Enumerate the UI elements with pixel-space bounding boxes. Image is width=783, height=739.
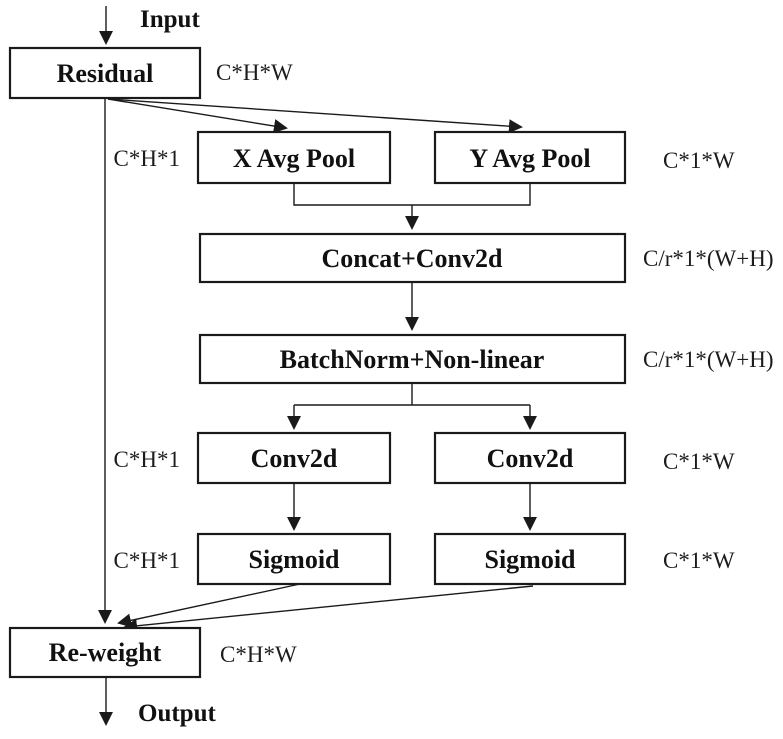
batchnorm-split-connector xyxy=(294,383,530,406)
batchnorm-dim-label: C/r*1*(W+H) xyxy=(643,347,774,372)
y-avg-pool-dim-label: C*1*W xyxy=(663,148,735,173)
residual-node: Residual xyxy=(8,46,202,100)
y-avg-pool-node: Y Avg Pool xyxy=(433,130,627,185)
reweight-box xyxy=(8,626,202,679)
conv2d-x-dim-label: C*H*1 xyxy=(114,447,180,472)
sigmoid-x-dim-label: C*H*1 xyxy=(114,548,180,573)
residual-to-ypool-arrow xyxy=(107,98,523,134)
concat-conv2d-label: Concat+Conv2d xyxy=(322,244,503,273)
sigmoid-y-box xyxy=(433,532,627,586)
sigmoid-x-box xyxy=(196,532,392,586)
pool-merge-connector xyxy=(293,183,531,206)
conv2d-y-node: Conv2d xyxy=(433,431,627,485)
x-avg-pool-dim-label: C*H*1 xyxy=(114,146,180,171)
concat-dim-label: C/r*1*(W+H) xyxy=(643,246,774,271)
conv2d-x-label: Conv2d xyxy=(251,444,338,473)
sigmoidy-to-reweight-arrow xyxy=(123,585,534,633)
batchnorm-node: BatchNorm+Non-linear xyxy=(198,333,627,385)
residual-dim-label: C*H*W xyxy=(216,60,293,85)
y-avg-pool-box xyxy=(433,130,627,185)
sigmoid-y-label: Sigmoid xyxy=(484,545,576,574)
conv2d-y-box xyxy=(433,431,627,485)
reweight-label: Re-weight xyxy=(49,638,162,667)
input-text-label: Input xyxy=(140,6,200,33)
conv2d-y-label: Conv2d xyxy=(487,444,574,473)
y-avg-pool-label: Y Avg Pool xyxy=(469,144,590,173)
residual-label: Residual xyxy=(57,59,154,88)
residual-to-xpool-arrow xyxy=(107,98,288,133)
concat-conv2d-node: Concat+Conv2d xyxy=(198,232,627,284)
conv2d-y-dim-label: C*1*W xyxy=(663,449,735,474)
x-avg-pool-node: X Avg Pool xyxy=(196,130,392,185)
conv2d-x-node: Conv2d xyxy=(196,431,392,485)
sigmoid-y-node: Sigmoid xyxy=(433,532,627,586)
conv2d-x-box xyxy=(196,431,392,485)
reweight-dim-label: C*H*W xyxy=(220,642,297,667)
output-text-label: Output xyxy=(138,700,216,727)
x-avg-pool-box xyxy=(196,130,392,185)
x-avg-pool-label: X Avg Pool xyxy=(233,144,355,173)
residual-box xyxy=(8,46,202,100)
sigmoid-y-dim-label: C*1*W xyxy=(663,548,735,573)
sigmoid-x-label: Sigmoid xyxy=(248,545,340,574)
reweight-node: Re-weight xyxy=(8,626,202,679)
concat-conv2d-box xyxy=(198,232,627,284)
sigmoid-x-node: Sigmoid xyxy=(196,532,392,586)
batchnorm-box xyxy=(198,333,627,385)
batchnorm-label: BatchNorm+Non-linear xyxy=(280,345,545,374)
sigmoidx-to-reweight-arrow xyxy=(117,583,301,628)
